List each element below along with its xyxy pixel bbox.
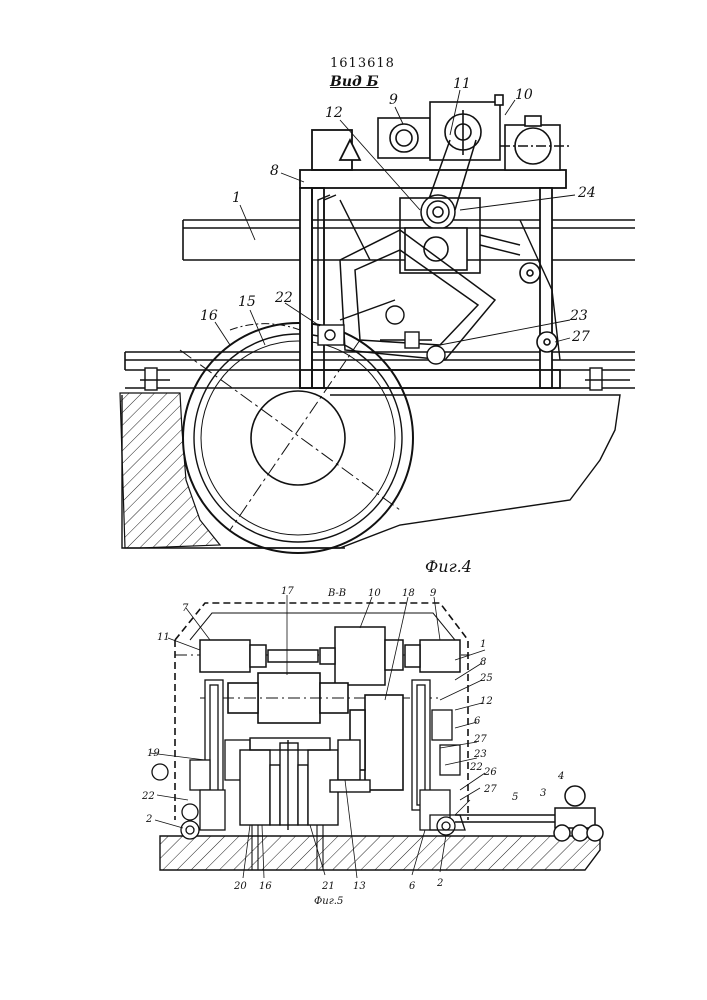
fig5-label-17: 17 [281,586,294,597]
fig5-section-label: В-В [327,588,346,599]
fig5-label-11: 11 [157,632,170,643]
fig5-label-2a: 2 [145,814,152,825]
fig4-label-1: 1 [232,190,241,206]
fig5-label-12: 12 [480,696,493,707]
wheel-assembly [180,323,413,553]
fig4-label-9: 9 [389,92,398,108]
fig5-label-27a: 27 [473,734,487,745]
fig5-label-2b: 2 [436,878,443,889]
fig5-label-8: 8 [480,657,486,668]
figure-4: 1 8 9 10 11 12 15 16 22 23 24 27 Фиг.4 [0,0,707,580]
fig4-label-16: 16 [200,308,218,324]
fig5-label-19: 19 [147,748,160,759]
fig4-label-12: 12 [325,105,343,121]
fig5-motor-11 [200,640,318,672]
pulley-24 [421,195,455,229]
ground-section-outline [220,395,620,548]
fig5-label-13: 13 [353,881,366,892]
fig5-ground [160,836,600,870]
fig5-label-6a: 6 [474,716,481,727]
fig5-motor-9 [405,640,460,672]
fig5-cart-3 [554,786,603,841]
fig5-label-22a: 22 [469,762,483,773]
fig5-label-16: 16 [259,881,272,892]
fig5-label-22b: 22 [141,791,155,802]
figure-5: В-В 7 11 17 10 18 9 1 8 25 12 6 27 23 22… [0,580,707,1000]
lever-22 [318,300,404,345]
fig4-label-15: 15 [238,294,256,310]
fig5-label-20: 20 [233,881,247,892]
roller-lower-27 [537,332,557,352]
fig5-arm-5 [455,815,560,822]
fig5-label-4: 4 [557,771,564,782]
roller-upper-27 [520,263,540,283]
motor-11 [430,95,503,160]
fig4-label-8: 8 [270,163,279,179]
motor-9 [378,118,430,158]
fig5-label-10: 10 [368,588,381,599]
fig5-label-23: 23 [473,749,487,760]
fig5-label-25: 25 [479,673,493,684]
fig5-label-9: 9 [430,588,437,599]
fig5-label-3: 3 [540,788,546,799]
fig5-label-6b: 6 [409,881,416,892]
motor-10 [500,116,570,170]
fig5-right-column [412,680,465,835]
fig5-label-5: 5 [512,792,518,803]
ground-hatched [120,393,220,548]
fig5-label-7: 7 [182,603,189,614]
fig5-wheels [240,738,338,830]
fig5-label-26: 26 [483,767,497,778]
fig4-label-22: 22 [274,290,293,306]
fig4-label-23: 23 [569,308,588,324]
fig5-caption: Фиг.5 [314,896,343,907]
fig5-label-18: 18 [402,588,415,599]
fig4-caption: Фиг.4 [425,557,472,576]
fig4-label-27: 27 [571,329,590,345]
fig5-label-27b: 27 [483,784,497,795]
fig4-label-11: 11 [453,76,471,92]
fig4-label-10: 10 [515,87,533,103]
fig5-label-1: 1 [480,639,486,650]
fig5-motor-17 [200,673,440,723]
fig4-label-24: 24 [577,185,596,201]
fig5-label-21: 21 [321,881,335,892]
rail-bracket-left [140,368,630,390]
